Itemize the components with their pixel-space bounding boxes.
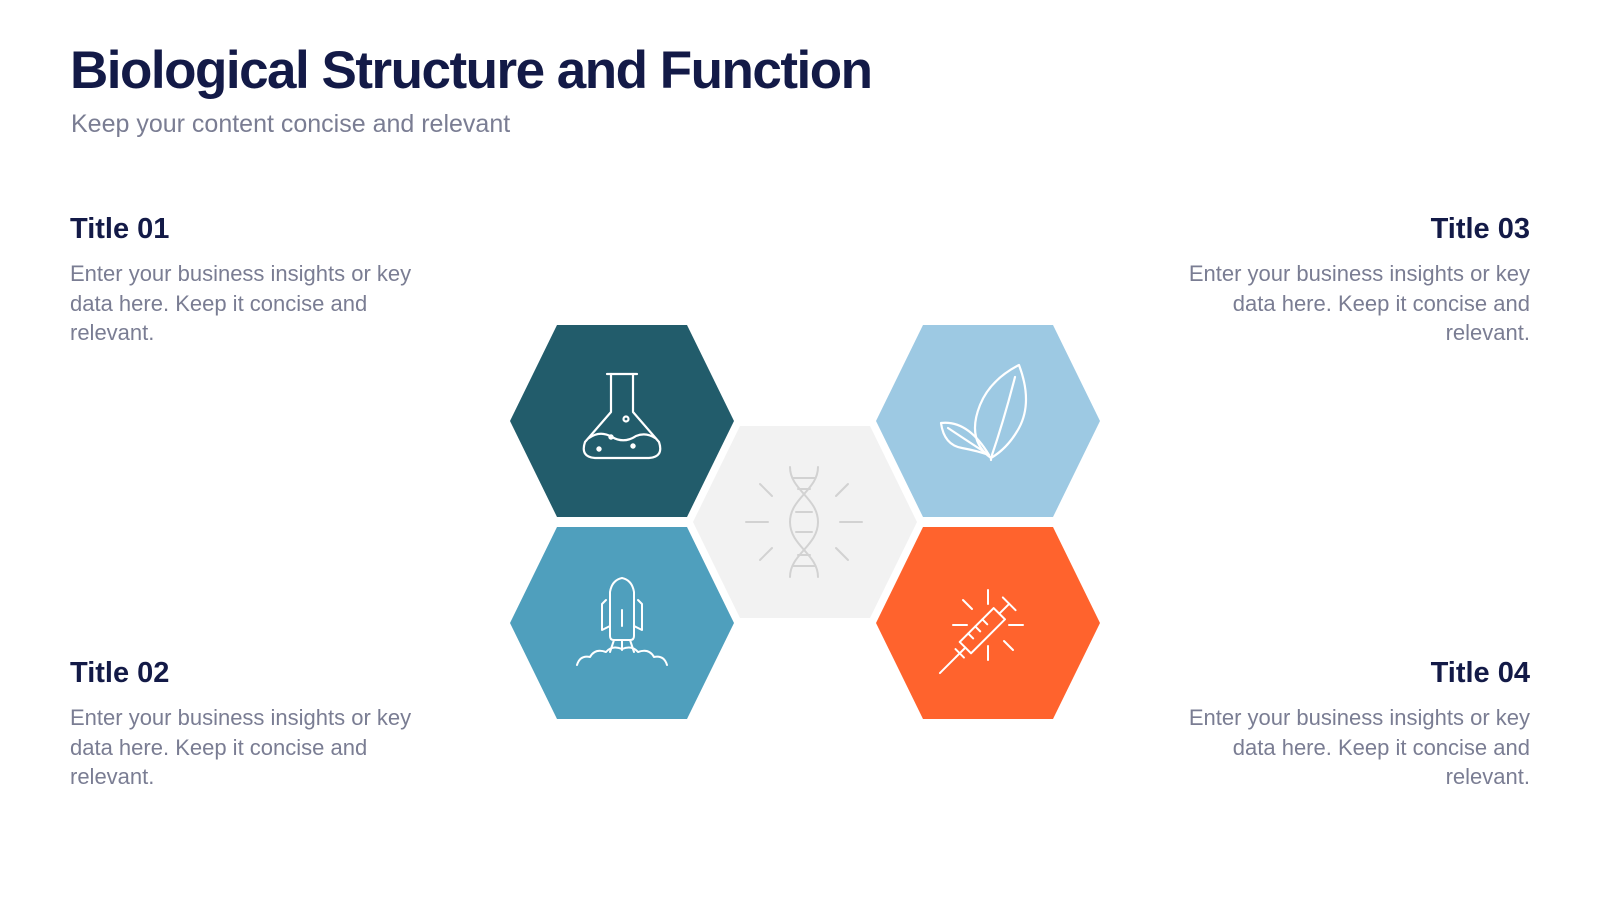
card-title: Title 01 [70, 213, 170, 245]
hexagon-shape [510, 325, 734, 517]
hexagon-leaf [876, 325, 1100, 517]
card-title: Title 03 [1430, 213, 1530, 245]
card-title-02: Title 02 Enter your business insights or… [70, 657, 470, 792]
card-text: Enter your business insights or key data… [1188, 705, 1530, 789]
hexagon-flask [510, 325, 734, 517]
card-title: Title 04 [1430, 657, 1530, 689]
card-text: Enter your business insights or key data… [70, 261, 412, 345]
hexagon-shape [876, 527, 1100, 719]
hexagon-rocket [510, 527, 734, 719]
card-title: Title 02 [70, 657, 170, 689]
hexagon-dna [693, 426, 917, 618]
leaf-icon [939, 363, 1028, 462]
hexagon-syringe [876, 527, 1100, 719]
card-text: Enter your business insights or key data… [1188, 261, 1530, 345]
syringe-icon [938, 589, 1024, 675]
flask-icon [582, 372, 662, 460]
page-title: Biological Structure and Function [70, 41, 873, 100]
card-text: Enter your business insights or key data… [70, 705, 412, 789]
card-title-04: Title 04 Enter your business insights or… [1130, 657, 1530, 792]
rocket-icon [576, 577, 668, 666]
card-title-01: Title 01 Enter your business insights or… [70, 213, 470, 348]
hexagon-shape [693, 426, 917, 618]
page-subtitle: Keep your content concise and relevant [71, 110, 511, 138]
hexagon-shape [876, 325, 1100, 517]
card-title-03: Title 03 Enter your business insights or… [1130, 213, 1530, 348]
dna-icon [745, 466, 863, 578]
